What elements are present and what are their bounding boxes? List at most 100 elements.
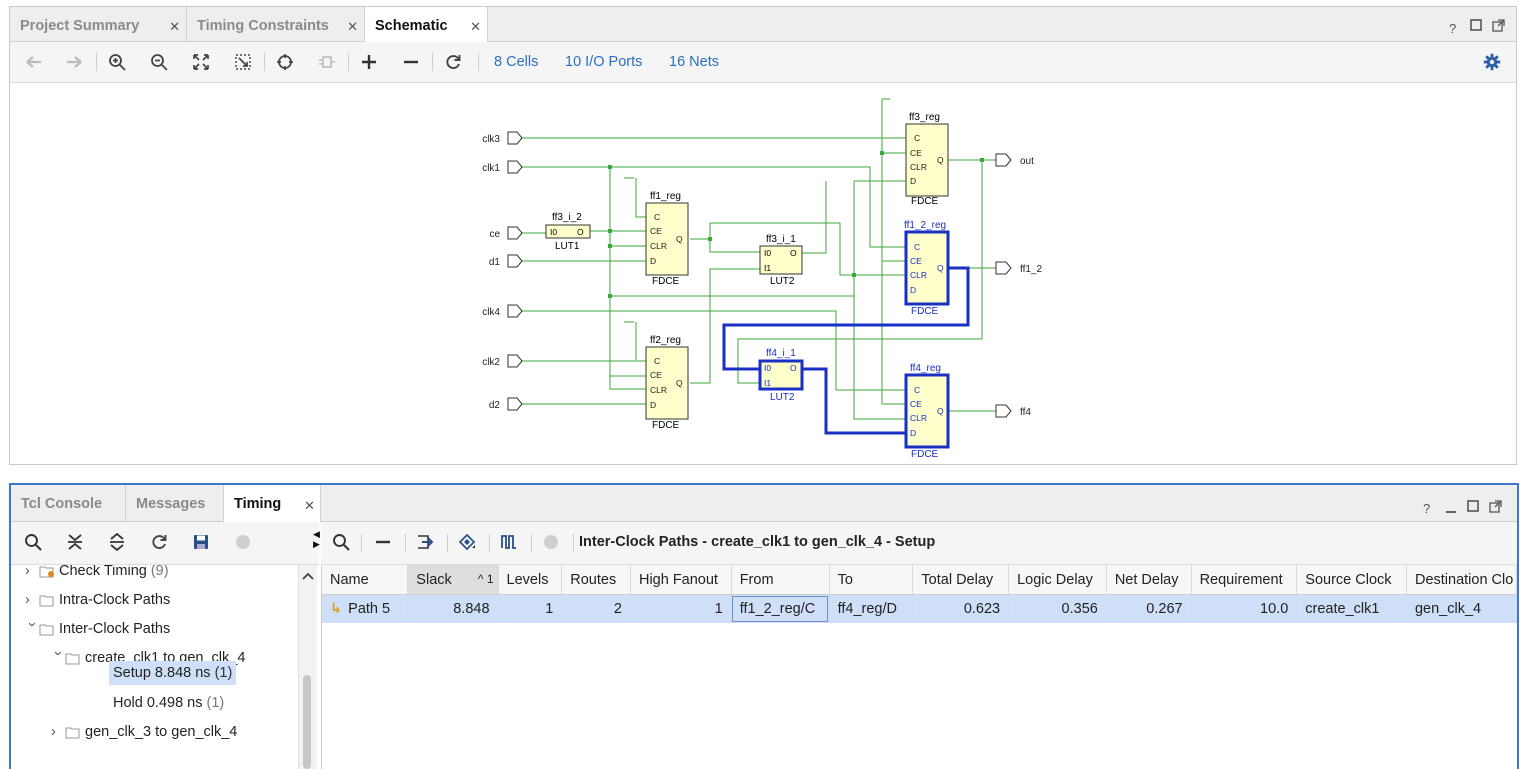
help-icon[interactable]: ? [1423, 501, 1431, 516]
port-ff4[interactable]: ff4 [1020, 407, 1031, 418]
tab-tcl-console[interactable]: Tcl Console [11, 485, 126, 521]
scroll-thumb[interactable] [303, 675, 311, 769]
tab-timing-constraints[interactable]: Timing Constraints ✕ [187, 7, 365, 41]
collapse-minus-icon[interactable] [399, 50, 423, 74]
col-to[interactable]: To [829, 565, 914, 595]
col-slack[interactable]: Slack ^ 1 [407, 565, 499, 595]
help-icon[interactable]: ? [1449, 21, 1457, 36]
cell-from[interactable]: ff1_2_reg/C [731, 594, 830, 623]
waveform-icon[interactable] [497, 530, 521, 554]
search-icon[interactable] [329, 530, 353, 554]
collapse-all-icon[interactable] [63, 530, 87, 554]
col-destination-clock[interactable]: Destination Clo [1406, 565, 1518, 595]
expand-all-icon[interactable] [105, 530, 129, 554]
cell-source-clock[interactable]: create_clk1 [1296, 594, 1407, 623]
io-ports-link[interactable]: 10 I/O Ports [565, 54, 643, 70]
col-levels[interactable]: Levels [498, 565, 563, 595]
tree-item-hold[interactable]: Hold 0.498 ns(1) [113, 695, 225, 711]
tab-messages[interactable]: Messages [126, 485, 224, 521]
chevron-down-icon[interactable]: › [50, 651, 66, 656]
float-window-icon[interactable] [1489, 500, 1502, 516]
port-ce[interactable]: ce [489, 229, 500, 240]
port-clk1[interactable]: clk1 [482, 163, 500, 174]
port-d1[interactable]: d1 [489, 257, 501, 268]
cell-levels[interactable]: 1 [498, 594, 563, 623]
tree-item-setup[interactable]: Setup 8.848 ns(1) [109, 661, 237, 685]
zoom-area-icon[interactable] [231, 50, 255, 74]
paths-table[interactable]: Name Slack ^ 1 Levels Routes High Fanout… [321, 565, 1518, 769]
table-row[interactable]: ↳Path 5 8.848 1 2 1 ff1_2_reg/C ff4_reg/… [322, 594, 1518, 623]
highlight-path-icon[interactable] [455, 530, 479, 554]
cell-logic-delay[interactable]: 0.356 [1008, 594, 1107, 623]
tab-project-summary[interactable]: Project Summary ✕ [10, 7, 187, 41]
col-from[interactable]: From [731, 565, 830, 595]
route-icon[interactable] [315, 50, 339, 74]
col-name[interactable]: Name [322, 565, 409, 595]
cell-requirement[interactable]: 10.0 [1191, 594, 1298, 623]
cell-to[interactable]: ff4_reg/D [829, 594, 914, 623]
collapse-minus-icon[interactable] [371, 530, 395, 554]
chevron-down-icon[interactable]: › [24, 622, 40, 627]
chevron-right-icon[interactable]: › [25, 565, 30, 579]
col-logic-delay[interactable]: Logic Delay [1008, 565, 1107, 595]
cell-high-fanout[interactable]: 1 [630, 594, 732, 623]
tree-scrollbar[interactable] [298, 565, 317, 769]
gear-icon[interactable] [1480, 50, 1504, 74]
port-ff1-2[interactable]: ff1_2 [1020, 264, 1042, 275]
minimize-icon[interactable] [1445, 501, 1457, 516]
col-requirement[interactable]: Requirement [1191, 565, 1298, 595]
cell-ff3-reg[interactable]: ff3_reg FDCE C CE CLR D Q [905, 112, 949, 207]
col-source-clock[interactable]: Source Clock [1296, 565, 1407, 595]
col-net-delay[interactable]: Net Delay [1106, 565, 1192, 595]
close-icon[interactable]: ✕ [169, 19, 180, 34]
cell-ff4-reg[interactable]: ff4_reg FDCE C CE CLR D Q [904, 363, 950, 460]
cell-ff2-reg[interactable]: ff2_reg FDCE C CE CLR D Q [645, 335, 689, 431]
cells-link[interactable]: 8 Cells [494, 54, 539, 70]
zoom-out-icon[interactable] [147, 50, 171, 74]
col-high-fanout[interactable]: High Fanout [630, 565, 732, 595]
report-path-icon[interactable] [413, 530, 437, 554]
search-icon[interactable] [21, 530, 45, 554]
tab-timing[interactable]: Timing ✕ [224, 485, 321, 522]
port-clk2[interactable]: clk2 [482, 357, 500, 368]
back-arrow-icon[interactable] [22, 50, 46, 74]
tree-item-check-timing[interactable]: › Check Timing(9) [25, 565, 169, 579]
nets-link[interactable]: 16 Nets [669, 54, 719, 70]
cell-ff1-2-reg[interactable]: ff1_2_reg FDCE C CE CLR D Q [904, 220, 950, 317]
cell-slack[interactable]: 8.848 [407, 594, 499, 623]
float-window-icon[interactable] [1492, 19, 1505, 35]
col-routes[interactable]: Routes [561, 565, 631, 595]
refresh-icon[interactable] [147, 530, 171, 554]
port-clk3[interactable]: clk3 [482, 134, 500, 145]
chevron-right-icon[interactable]: › [25, 592, 30, 608]
tree-item-inter-clock[interactable]: › Inter-Clock Paths [24, 621, 171, 637]
cell-total-delay[interactable]: 0.623 [912, 594, 1010, 623]
expand-plus-icon[interactable] [357, 50, 381, 74]
refresh-icon[interactable] [441, 50, 465, 74]
cell-ff1-reg[interactable]: ff1_reg FDCE C CE CLR D Q [645, 191, 689, 287]
tree-item-gen-clk3-gen-clk4[interactable]: › gen_clk_3 to gen_clk_4 [51, 724, 238, 740]
close-icon[interactable]: ✕ [304, 498, 315, 513]
close-icon[interactable]: ✕ [347, 19, 358, 34]
maximize-icon[interactable] [1470, 19, 1482, 34]
timing-tree[interactable]: › Check Timing(9) › Intra-Clock Paths › … [11, 565, 298, 769]
tab-schematic[interactable]: Schematic ✕ [365, 7, 488, 42]
close-icon[interactable]: ✕ [470, 19, 481, 34]
cell-routes[interactable]: 2 [561, 594, 631, 623]
select-target-icon[interactable] [273, 50, 297, 74]
maximize-icon[interactable] [1467, 500, 1479, 515]
port-out[interactable]: out [1020, 156, 1034, 167]
schematic-canvas[interactable]: clk3 clk1 ce d1 clk4 clk2 d2 out ff1_2 f… [10, 83, 1516, 464]
cell-destination-clock[interactable]: gen_clk_4 [1406, 594, 1518, 623]
tree-item-intra-clock[interactable]: › Intra-Clock Paths [25, 592, 171, 608]
col-total-delay[interactable]: Total Delay [912, 565, 1010, 595]
port-d2[interactable]: d2 [489, 400, 501, 411]
forward-arrow-icon[interactable] [62, 50, 86, 74]
save-icon[interactable] [189, 530, 213, 554]
zoom-in-icon[interactable] [105, 50, 129, 74]
splitter-arrows-icon[interactable]: ◀▶ [313, 529, 320, 549]
port-clk4[interactable]: clk4 [482, 307, 500, 318]
